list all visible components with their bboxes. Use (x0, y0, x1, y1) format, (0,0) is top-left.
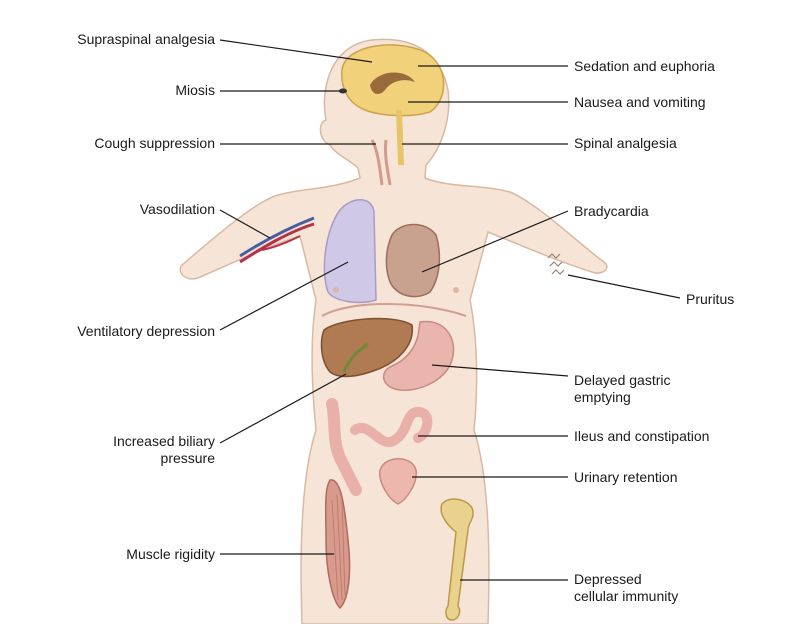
eye (339, 89, 347, 94)
label-spinal-analgesia: Spinal analgesia (574, 135, 677, 152)
label-ileus-and-constipation: Ileus and constipation (574, 428, 709, 445)
label-bradycardia: Bradycardia (574, 203, 649, 220)
label-nausea-and-vomiting: Nausea and vomiting (574, 94, 706, 111)
label-supraspinal-analgesia: Supraspinal analgesia (77, 31, 215, 48)
label-cough-suppression: Cough suppression (94, 135, 215, 152)
label-miosis: Miosis (175, 82, 215, 99)
label-depressed-cellular-immunity: Depressed cellular immunity (574, 571, 678, 605)
label-pruritus: Pruritus (686, 291, 734, 308)
leader-pruritus (568, 275, 680, 298)
label-increased-biliary-pressure: Increased biliary pressure (113, 433, 215, 467)
label-delayed-gastric-emptying: Delayed gastric emptying (574, 372, 671, 406)
heart (386, 224, 439, 296)
label-sedation-and-euphoria: Sedation and euphoria (574, 58, 715, 75)
label-vasodilation: Vasodilation (140, 201, 215, 218)
nipple-left (333, 287, 339, 293)
label-muscle-rigidity: Muscle rigidity (126, 546, 215, 563)
nipple-right (453, 287, 459, 293)
label-urinary-retention: Urinary retention (574, 469, 678, 486)
label-ventilatory-depression: Ventilatory depression (77, 323, 215, 340)
